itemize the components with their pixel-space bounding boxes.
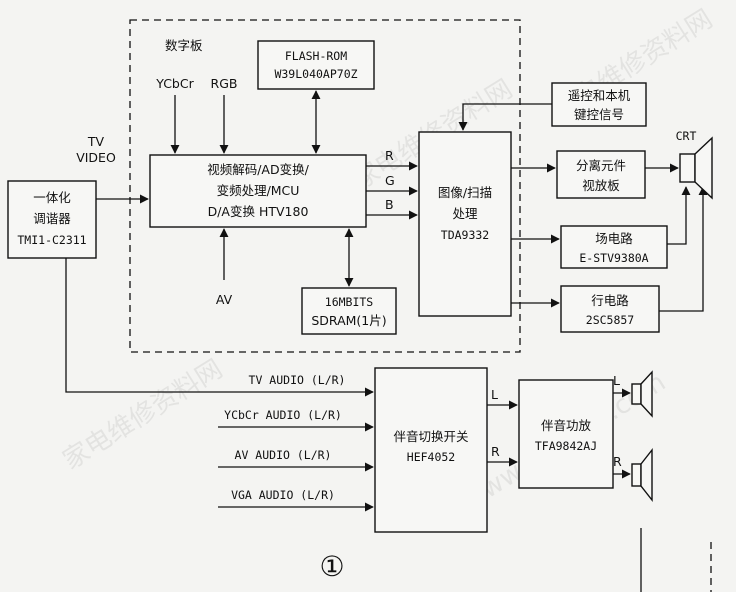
digital-board-border [129,19,521,353]
line-to-crt-arrow [659,186,708,312]
line-circuit-line-2: 2SC5857 [586,313,635,327]
scan-proc-part: TDA9332 [441,228,489,242]
decoder-line-2: 变频处理/MCU [217,183,300,198]
audio-switch-line-2: HEF4052 [407,450,455,464]
tuner-audio-line [65,258,374,397]
svg-text:家电维修资料网: 家电维修资料网 [58,354,228,476]
field-line-1: 场电路 [595,231,633,246]
decoder-line-3: D/A变换 HTV180 [208,204,309,219]
audio-switch-line-1: 伴音切换开关 [393,429,468,444]
video-amp-board-block [556,150,646,199]
scan-proc-line-1: 图像/扫描 [438,185,492,200]
flash-rom-part: W39L040AP70Z [274,67,357,81]
field-circuit-block [560,225,668,269]
field-to-crt-arrow [667,186,691,245]
rgb-label: RGB [211,76,238,91]
amp-r-label: R [613,454,622,469]
switch-r-label: R [491,444,500,459]
remote-line-2: 键控信号 [574,107,624,122]
line-circuit-block [560,285,660,333]
speaker-left-icon [631,370,653,418]
remote-block [551,82,647,127]
ycbcr-audio-label: YCbCr AUDIO (L/R) [224,408,342,422]
audio-switch-block [374,367,488,533]
ycbcr-label: YCbCr [155,76,194,91]
crt-label: CRT [676,129,697,143]
av-audio-label: AV AUDIO (L/R) [235,448,332,462]
amp-l-label: L [613,373,620,388]
audio-amp-line-2: TFA9842AJ [535,439,597,453]
line-circuit-line-1: 行电路 [591,293,629,308]
flash-rom-block [257,40,375,90]
scan-processor-block [418,131,512,317]
decoder-block [149,154,367,228]
speaker-right-icon [631,447,653,503]
audio-amp-line-1: 伴音功放 [541,418,592,433]
figure-number: ① [319,550,344,583]
vga-audio-label: VGA AUDIO (L/R) [231,488,335,502]
crt-icon [679,136,713,200]
av-label: AV [216,292,233,307]
remote-arrow [458,103,552,131]
decoder-line-1: 视频解码/AD变换/ [207,162,309,177]
tuner-label-1: 一体化 [33,190,71,205]
video-label: VIDEO [76,150,116,165]
remote-line-1: 遥控和本机 [568,88,631,103]
scan-proc-line-2: 处理 [452,206,478,221]
tuner-label-2: 调谐器 [33,211,71,226]
tuner-block [7,180,97,259]
sdram-label-2: SDRAM(1片) [311,313,386,328]
field-line-2: E-STV9380A [579,251,648,265]
audio-amp-block [518,379,614,489]
sdram-block [301,287,397,335]
b-label: B [385,197,394,212]
tuner-part: TMI1-C2311 [17,233,86,247]
tv-label: TV [87,134,105,149]
video-amp-line-2: 视放板 [582,178,620,193]
tv-audio-label: TV AUDIO (L/R) [249,373,346,387]
video-amp-line-1: 分离元件 [576,158,626,173]
g-label: G [385,173,395,188]
flash-rom-label: FLASH-ROM [285,49,347,63]
sdram-label-1: 16MBITS [325,295,374,309]
digital-board-label: 数字板 [165,38,203,53]
switch-l-label: L [491,387,498,402]
r-label: R [385,148,394,163]
